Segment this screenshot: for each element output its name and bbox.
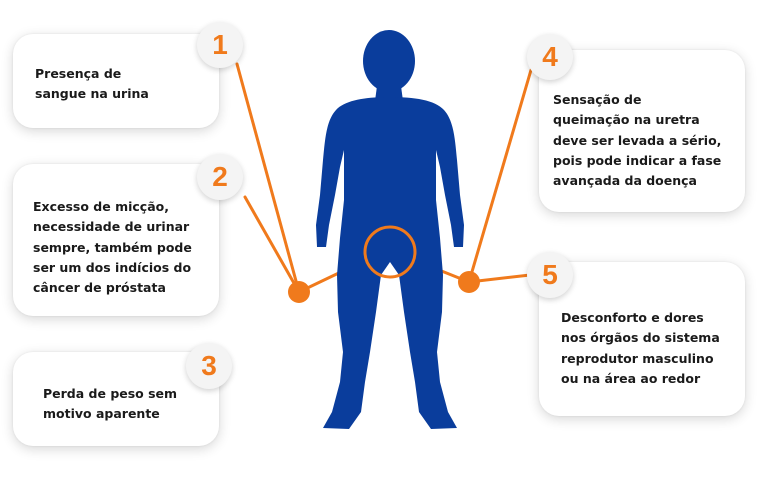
info-card-2-text: Excesso de micção, necessidade de urinar… bbox=[33, 199, 192, 295]
info-card-5-text: Desconforto e dores nos órgãos do sistem… bbox=[561, 310, 720, 386]
number-badge-2: 2 bbox=[197, 154, 243, 200]
connector-2 bbox=[243, 195, 301, 294]
info-card-5: Desconforto e dores nos órgãos do sistem… bbox=[539, 262, 745, 416]
number-badge-4: 4 bbox=[527, 34, 573, 80]
connector-dot-left bbox=[288, 281, 310, 303]
info-card-1: Presença de sangue na urina bbox=[13, 34, 219, 128]
highlight-circle bbox=[363, 225, 417, 279]
info-card-2: Excesso de micção, necessidade de urinar… bbox=[13, 164, 219, 316]
info-card-3: Perda de peso sem motivo aparente bbox=[13, 352, 219, 446]
connector-1 bbox=[235, 62, 301, 294]
info-card-4: Sensação de queimação na uretra deve ser… bbox=[539, 50, 745, 212]
number-badge-5: 5 bbox=[527, 252, 573, 298]
connector-lines bbox=[235, 62, 533, 294]
human-body-silhouette-icon bbox=[316, 30, 464, 429]
connector-dot-right bbox=[458, 271, 480, 293]
info-card-3-text: Perda de peso sem motivo aparente bbox=[43, 386, 178, 422]
connector-4 bbox=[467, 68, 533, 284]
info-card-4-text: Sensação de queimação na uretra deve ser… bbox=[553, 92, 722, 188]
number-badge-3: 3 bbox=[186, 343, 232, 389]
info-card-1-text: Presença de sangue na urina bbox=[35, 66, 149, 102]
number-badge-1: 1 bbox=[197, 22, 243, 68]
